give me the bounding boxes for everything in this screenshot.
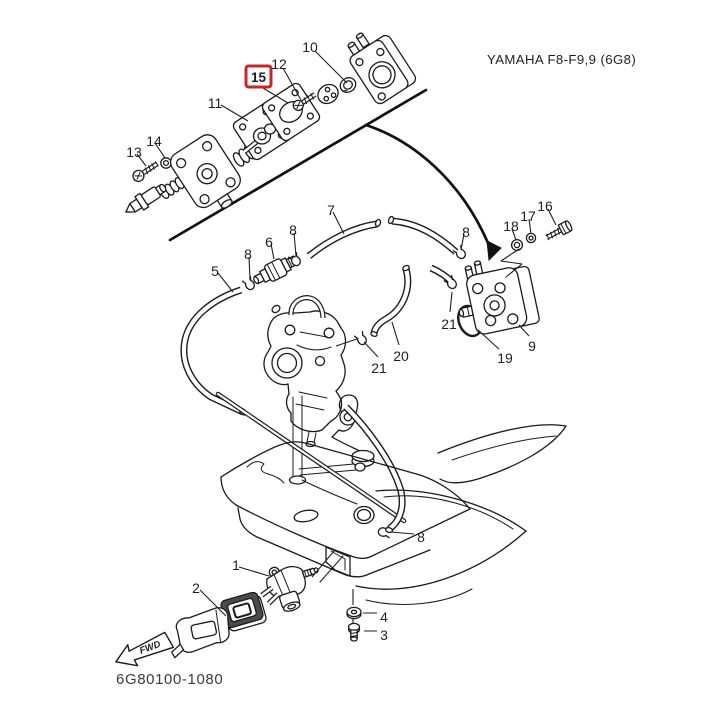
highlight-box (244, 64, 273, 89)
group-arrow (168, 88, 502, 262)
valve-disc (317, 83, 339, 105)
clamp-bracket (171, 607, 230, 659)
carburetor (263, 295, 347, 448)
part-label-8-a: 8 (244, 246, 252, 262)
hose-7 (306, 215, 459, 259)
bolt-16 (545, 220, 573, 241)
part-label-11: 11 (208, 95, 223, 111)
spring-small (159, 177, 185, 199)
clip-8-b (287, 252, 301, 267)
part-label-14: 14 (146, 133, 162, 149)
washer-14 (160, 157, 172, 169)
leader-lines (136, 50, 557, 632)
fuel-cock-1 (260, 565, 319, 612)
fuel-filter-6 (253, 255, 299, 285)
part-label-16: 16 (537, 198, 553, 214)
ring-gasket (339, 77, 357, 93)
screw-13 (132, 161, 159, 183)
group-callouts: 13 14 11 12 10 5 8 6 8 7 20 21 21 8 16 1… (126, 39, 553, 643)
screw-3 (347, 622, 361, 642)
mount-bracket (288, 394, 375, 485)
part-label-4: 4 (380, 609, 388, 625)
hose-to-tank (343, 404, 406, 534)
group-fuel-lines (180, 215, 466, 539)
part-label-13: 13 (126, 144, 142, 160)
link-rod (215, 391, 407, 524)
pump-body (169, 134, 241, 209)
group-exploded-pump (125, 32, 417, 213)
part-label-8-d: 8 (417, 529, 425, 545)
part-label-12: 12 (271, 56, 287, 72)
part-label-19: 19 (497, 350, 513, 366)
washer-18 (510, 238, 524, 252)
hose-5 (180, 286, 248, 416)
part-label-3: 3 (380, 627, 388, 643)
part-label-1: 1 (232, 557, 240, 573)
clip-8-d (377, 527, 392, 539)
clip-21-b (443, 275, 457, 290)
drawing-code: 6G80100-1080 (116, 671, 223, 688)
diaphragm (242, 123, 277, 154)
part-label-7: 7 (327, 202, 335, 218)
highlighted-callout-15[interactable]: 15 (244, 64, 273, 89)
part-label-6: 6 (265, 234, 273, 250)
pump-cover-10 (347, 32, 417, 105)
part-label-21-a: 21 (371, 360, 387, 376)
part-label-10: 10 (302, 39, 318, 55)
part-label-20: 20 (393, 348, 409, 364)
fwd-arrow-shape (115, 631, 175, 667)
part-label-8-b: 8 (289, 222, 297, 238)
screw-12 (292, 92, 317, 112)
fuel-tank (220, 441, 471, 583)
hose-20 (370, 264, 455, 337)
part-label-21-b: 21 (441, 316, 457, 332)
diagram-title: YAMAHA F8-F9,9 (6G8) (487, 52, 636, 67)
part-label-17: 17 (520, 208, 536, 224)
clip-8-a (241, 276, 255, 291)
assembly-zigzag (500, 248, 523, 278)
gasket-2 (220, 591, 267, 632)
part-label-2: 2 (192, 580, 200, 596)
washer-17 (525, 232, 537, 244)
part-label-5: 5 (211, 263, 219, 279)
group-fuel-tank (171, 424, 567, 659)
lower-cowling (355, 424, 567, 605)
part-label-8-c: 8 (462, 224, 470, 240)
part-label-15: 15 (251, 70, 267, 85)
part-label-9: 9 (528, 338, 536, 354)
fwd-arrow: FWD (115, 631, 175, 667)
part-label-18: 18 (503, 218, 519, 234)
washer-4 (346, 606, 362, 620)
group-fuel-pump-9 (457, 220, 573, 338)
fuel-pump-9 (458, 260, 540, 335)
plunger-valve (125, 183, 167, 213)
